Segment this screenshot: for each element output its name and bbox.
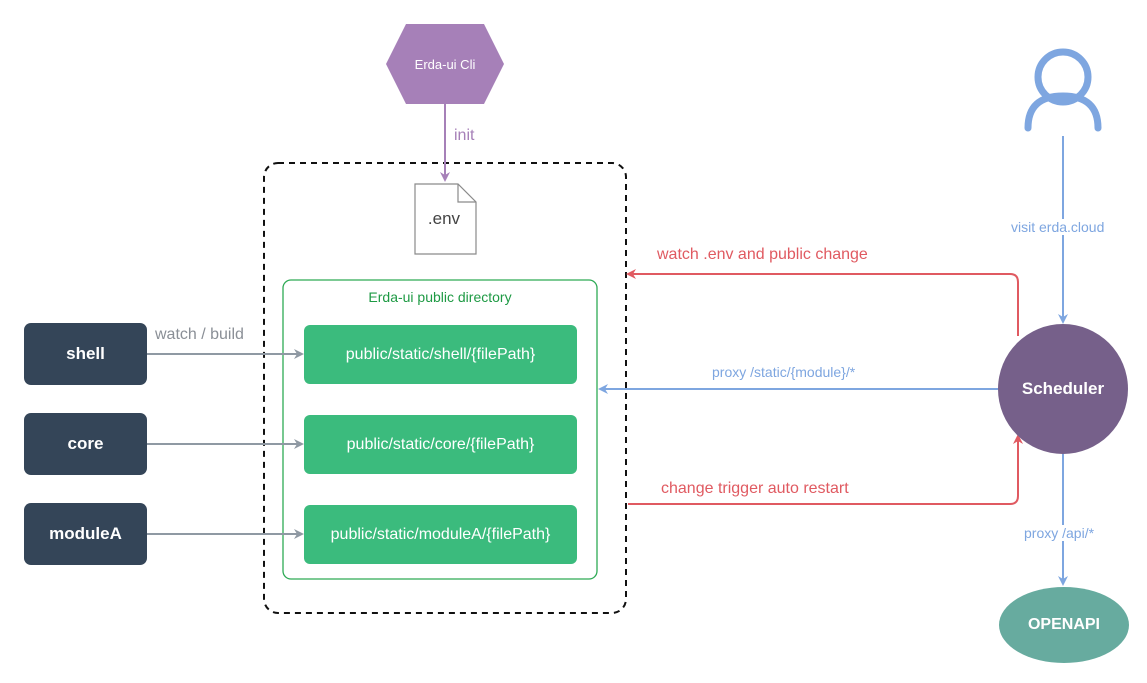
watch-env-arrow	[626, 269, 1019, 336]
openapi-ellipse	[999, 587, 1129, 663]
openapi-label: OPENAPI	[1027, 616, 1100, 633]
scheduler-circle	[998, 324, 1128, 454]
public-path-shell: public/static/shell/{filePath}	[304, 325, 577, 384]
file-icon	[414, 183, 477, 255]
module-modulea: moduleA	[24, 503, 147, 565]
proxy-static-label: proxy /static/{module}/*	[712, 364, 856, 380]
scheduler-label: Scheduler	[1021, 379, 1105, 398]
proxy-api-label: proxy /api/*	[1024, 525, 1095, 541]
module-core: core	[24, 413, 147, 475]
visit-label: visit erda.cloud	[1011, 219, 1105, 235]
public-path-core: public/static/core/{filePath}	[304, 415, 577, 474]
public-directory-frame	[282, 279, 598, 580]
public-path-modulea: public/static/moduleA/{filePath}	[304, 505, 577, 564]
cli-label: Erda-ui Cli	[414, 56, 476, 72]
init-label: init	[454, 127, 475, 144]
module-shell: shell	[24, 323, 147, 385]
change-restart-arrow	[628, 434, 1023, 505]
watch-env-label: watch .env and public change	[657, 246, 868, 263]
env-file-label: .env	[427, 209, 461, 228]
change-restart-label: change trigger auto restart	[661, 480, 849, 497]
user-icon	[1024, 48, 1102, 132]
cli-hexagon	[386, 24, 504, 104]
public-directory-title: Erda-ui public directory	[368, 289, 512, 305]
watch-build-label: watch / build	[155, 326, 244, 343]
